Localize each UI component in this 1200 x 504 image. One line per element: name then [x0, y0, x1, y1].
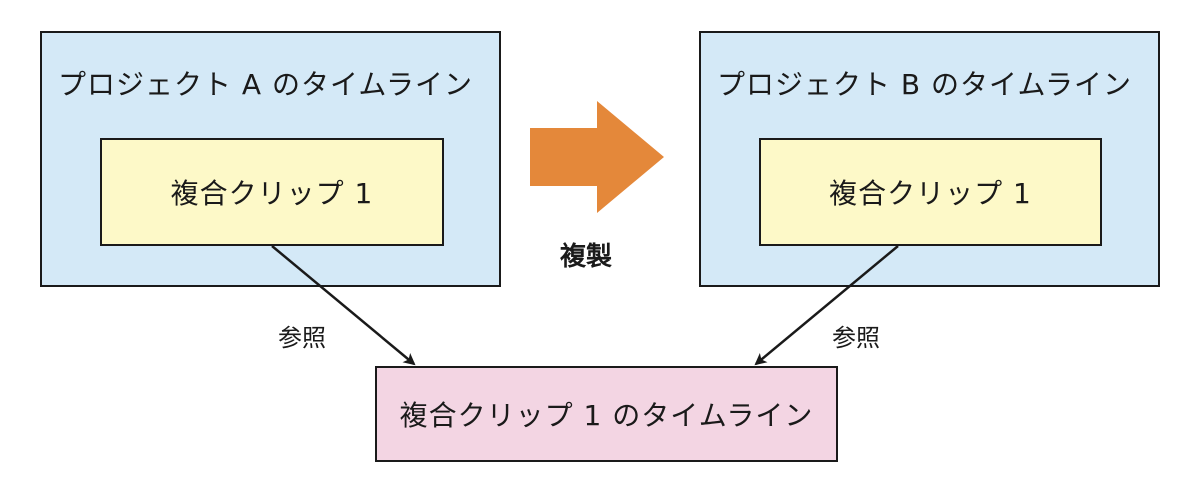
reference-label-left: 参照 [278, 324, 326, 352]
compound-clip-timeline-label: 複合クリップ 1 のタイムライン [399, 399, 814, 432]
reference-label-right: 参照 [832, 324, 880, 352]
project-b-compound-clip: 複合クリップ 1 [759, 138, 1102, 246]
reference-arrow-right [754, 245, 899, 366]
project-a-compound-clip: 複合クリップ 1 [100, 138, 444, 246]
copy-label: 複製 [560, 242, 613, 272]
reference-arrow-left [271, 245, 416, 366]
compound-clip-timeline-box: 複合クリップ 1 のタイムライン [375, 366, 838, 462]
project-a-clip-label: 複合クリップ 1 [170, 177, 374, 210]
copy-arrow-shape [530, 101, 664, 213]
project-a-title: プロジェクト A のタイムライン [58, 68, 473, 101]
project-b-title: プロジェクト B のタイムライン [717, 68, 1133, 101]
project-b-clip-label: 複合クリップ 1 [829, 177, 1032, 210]
